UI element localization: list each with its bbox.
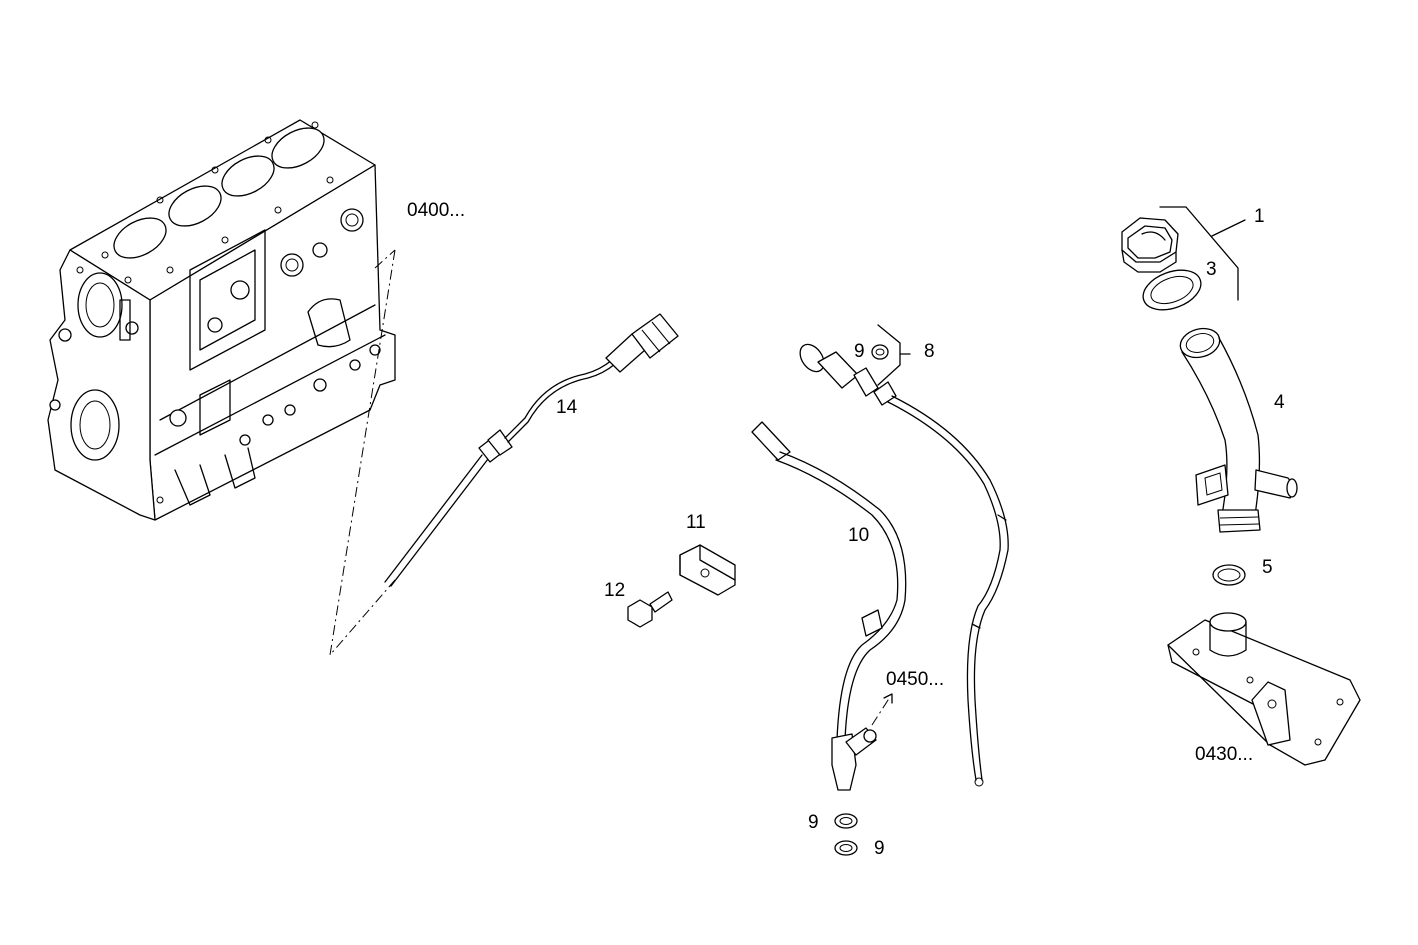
callout-1-bracket bbox=[1159, 206, 1239, 301]
filler-cap bbox=[1121, 217, 1179, 273]
callout-4: 4 bbox=[1274, 392, 1285, 413]
callout-3: 3 bbox=[1206, 259, 1217, 280]
callout-11: 11 bbox=[686, 512, 706, 533]
callout-14: 14 bbox=[556, 397, 578, 418]
dipstick bbox=[799, 343, 1009, 787]
callout-9-bottom-b: 9 bbox=[874, 838, 885, 859]
oil-pan-flange bbox=[1167, 612, 1361, 766]
cap-seal bbox=[1142, 269, 1202, 311]
callout-9-top: 9 bbox=[854, 341, 865, 362]
guide-tube bbox=[751, 421, 907, 791]
engine-block bbox=[47, 119, 396, 521]
oil-pan-ref: 0430... bbox=[1195, 744, 1253, 765]
callout-12: 12 bbox=[604, 580, 625, 601]
callout-8: 8 bbox=[924, 341, 935, 362]
callout-1: 1 bbox=[1254, 206, 1265, 227]
engine-block-ref: 0400... bbox=[407, 200, 465, 221]
return-pipe-arrow bbox=[871, 696, 891, 726]
callout-10: 10 bbox=[848, 525, 869, 546]
filler-neck bbox=[1179, 327, 1298, 533]
callout-9-bottom-a: 9 bbox=[808, 812, 819, 833]
bolt bbox=[627, 591, 673, 628]
o-ring bbox=[1212, 564, 1246, 586]
seal-ring-top bbox=[871, 344, 889, 360]
seal-rings-bottom bbox=[834, 813, 858, 856]
callout-5: 5 bbox=[1262, 557, 1273, 578]
clamp-bracket bbox=[679, 544, 736, 596]
dipstick-sensor bbox=[384, 313, 679, 587]
return-pipe-ref: 0450... bbox=[886, 669, 944, 690]
